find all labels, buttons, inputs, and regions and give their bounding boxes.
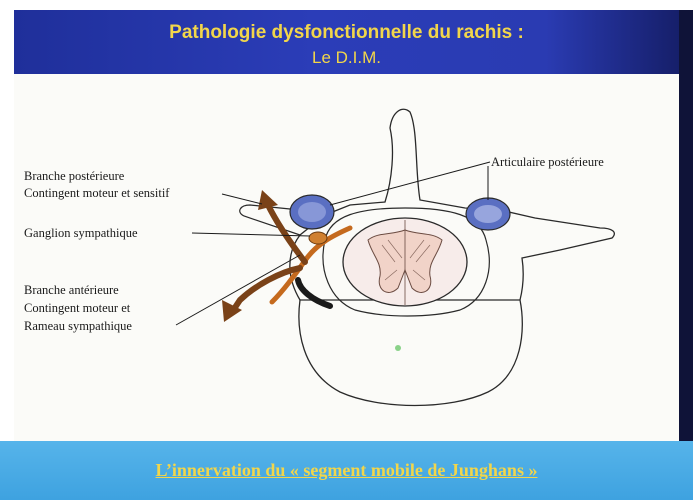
leader-branche-posterieure: [222, 194, 262, 204]
label-contingent-moteur-sensitif: Contingent moteur et sensitif: [24, 186, 170, 200]
leader-articulaire-left: [330, 162, 490, 205]
label-rameau-sympathique: Rameau sympathique: [24, 319, 132, 333]
sympathetic-ganglion: [309, 232, 327, 244]
label-ganglion-sympathique: Ganglion sympathique: [24, 226, 138, 240]
slide-footer: L’innervation du « segment mobile de Jun…: [0, 441, 693, 500]
footer-caption: L’innervation du « segment mobile de Jun…: [0, 460, 693, 481]
left-facet-highlight: [298, 202, 326, 222]
label-branche-anterieure: Branche antérieure: [24, 283, 119, 297]
sympathetic-ramus: [298, 280, 330, 306]
right-facet-highlight: [474, 205, 502, 223]
label-articulaire-posterieure: Articulaire postérieure: [491, 155, 604, 169]
green-dot: [395, 345, 401, 351]
leader-ganglion: [192, 233, 310, 236]
label-branche-posterieure: Branche postérieure: [24, 169, 125, 183]
label-contingent-moteur-et: Contingent moteur et: [24, 301, 131, 315]
